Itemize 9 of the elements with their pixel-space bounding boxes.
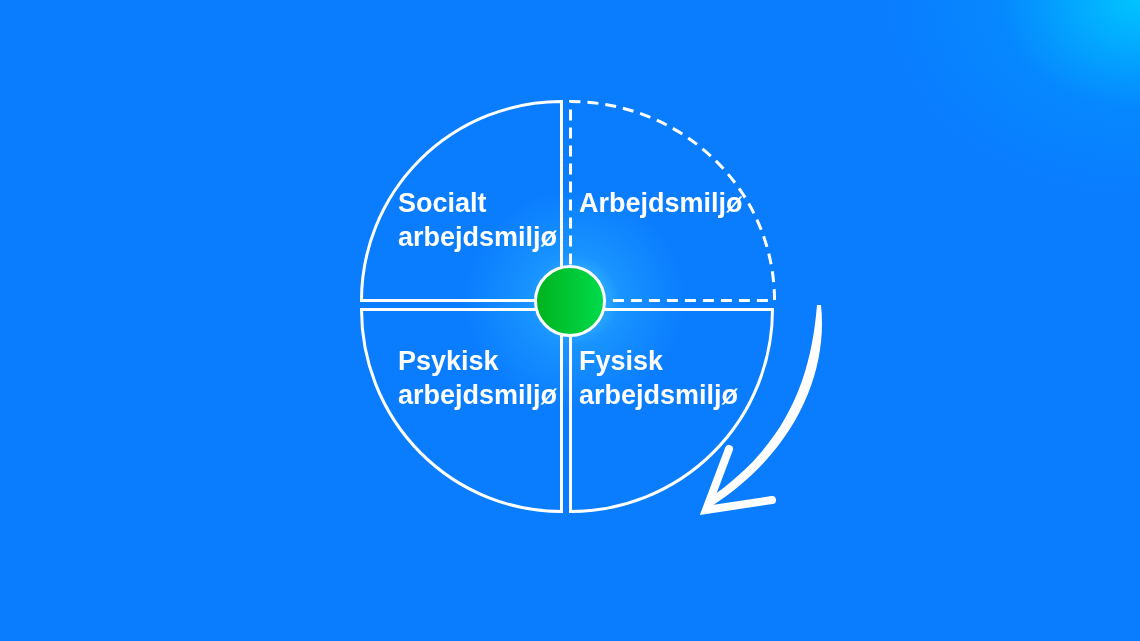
quadrant-segment xyxy=(569,100,776,302)
quadrant-segment xyxy=(360,100,563,302)
segment-label: Psykisk arbejdsmiljø xyxy=(398,345,559,412)
quadrant-segment xyxy=(569,308,774,513)
quadrant-segment xyxy=(360,308,563,513)
segment-label: Arbejdsmiljø xyxy=(579,187,743,220)
segment-label: Fysisk arbejdsmiljø xyxy=(579,345,740,412)
segment-label: Socialt arbejdsmiljø xyxy=(398,187,559,254)
center-dot xyxy=(534,265,606,337)
